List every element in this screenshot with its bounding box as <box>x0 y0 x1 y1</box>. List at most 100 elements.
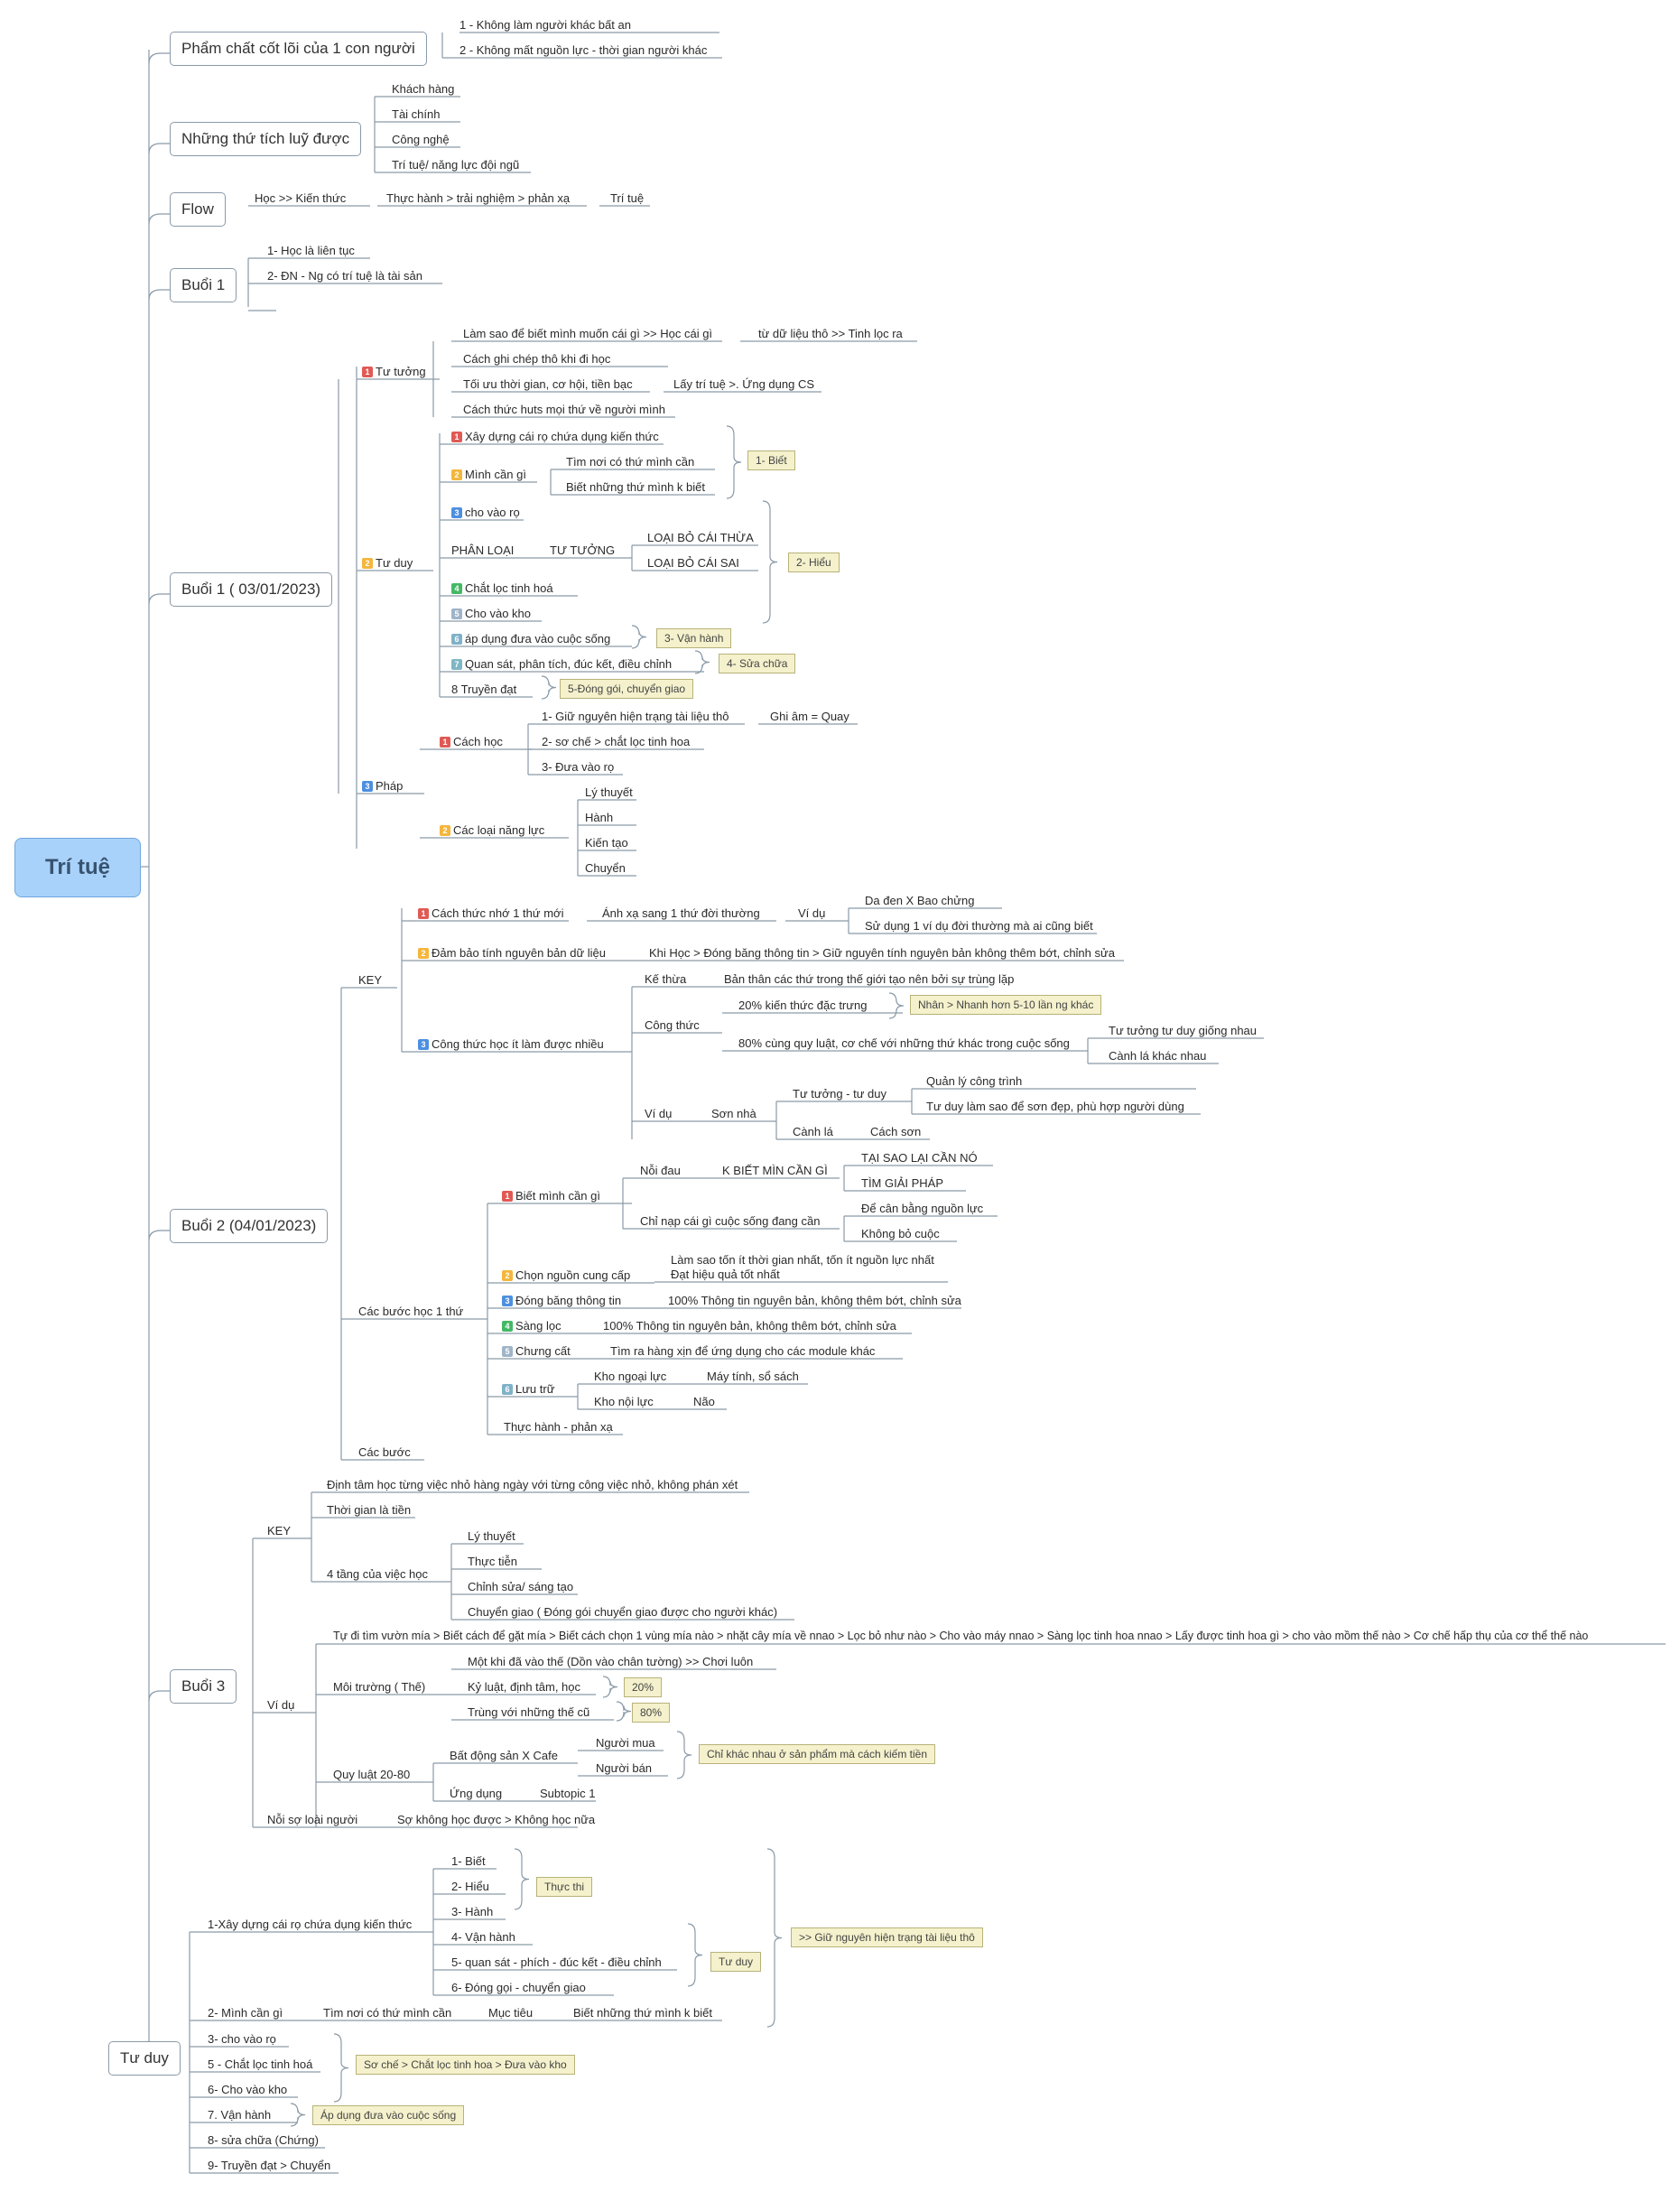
topic[interactable]: Tìm ra hàng xịn để ứng dụng cho các modu… <box>610 1344 876 1358</box>
topic[interactable]: Làm sao để biết mình muốn cái gì >> Học … <box>463 327 713 340</box>
branch-flow[interactable]: Flow <box>170 192 226 227</box>
topic[interactable]: Sử dụng 1 ví dụ đời thường mà ai cũng bi… <box>865 919 1093 933</box>
topic-technology[interactable]: Công nghệ <box>392 133 450 146</box>
branch-session3[interactable]: Buổi 3 <box>170 1669 237 1704</box>
topic[interactable]: Biết những thứ mình k biết <box>573 2006 712 2020</box>
topic[interactable]: Thực hành - phản xạ <box>504 1420 613 1434</box>
summary-note[interactable]: >> Giữ nguyên hiện trạng tài liệu thô <box>791 1927 983 1947</box>
summary-note[interactable]: Áp dụng đưa vào cuộc sống <box>312 2105 465 2125</box>
topic[interactable]: Tìm nơi có thứ mình cần <box>323 2006 452 2020</box>
topic[interactable]: 100% Thông tin nguyên bản, không thêm bớ… <box>603 1319 896 1333</box>
branch-core-qualities[interactable]: Phẩm chất cốt lõi của 1 con người <box>170 32 427 66</box>
topic[interactable]: Người bán <box>596 1761 653 1775</box>
topic[interactable]: 2- Hiểu <box>451 1880 489 1893</box>
topic[interactable]: Công thức <box>645 1018 700 1032</box>
topic[interactable]: Quản lý công trình <box>926 1074 1023 1088</box>
topic[interactable]: 3- Đưa vào rọ <box>542 760 615 774</box>
topic[interactable]: Thời gian là tiền <box>327 1503 412 1517</box>
topic[interactable]: Một khi đã vào thế (Dồn vào chân tường) … <box>468 1655 754 1668</box>
root-topic[interactable]: Trí tuệ <box>14 838 141 897</box>
summary-note[interactable]: Sơ chế > Chắt lọc tinh hoa > Đưa vào kho <box>356 2055 575 2075</box>
topic[interactable]: 8- sửa chữa (Chứng) <box>208 2133 319 2147</box>
topic[interactable]: 2- sơ chế > chắt lọc tinh hoa <box>542 735 691 748</box>
topic[interactable]: Tư tưởng - tư duy <box>793 1087 886 1101</box>
topic[interactable]: Không bỏ cuộc <box>861 1227 940 1240</box>
topic-asset[interactable]: 2- ĐN - Ng có trí tuệ là tài sản <box>267 269 422 283</box>
topic[interactable]: 3- Hành <box>451 1905 494 1918</box>
topic[interactable]: Chỉ nạp cái gì cuộc sống đang cần <box>640 1214 821 1228</box>
topic[interactable]: Để cân bằng nguồn lực <box>861 1202 984 1215</box>
topic-example[interactable]: Ví dụ <box>267 1698 295 1712</box>
topic[interactable]: LOẠI BỎ CÁI THỪA <box>647 531 754 544</box>
topic[interactable]: 100% Thông tin nguyên bản, không thêm bớ… <box>668 1294 961 1307</box>
topic[interactable]: Kế thừa <box>645 972 687 986</box>
topic[interactable]: Thực tiễn <box>468 1555 517 1568</box>
topic[interactable]: Cành lá <box>793 1125 833 1138</box>
topic-continuous[interactable]: 1- Học là liên tục <box>267 244 355 257</box>
topic[interactable]: K BIẾT MÌN CẦN GÌ <box>722 1164 828 1177</box>
topic[interactable]: 80% cùng quy luật, cơ chế với những thứ … <box>738 1036 1070 1050</box>
topic[interactable]: Não <box>693 1395 715 1408</box>
summary-note[interactable]: 4- Sửa chữa <box>719 654 796 673</box>
branch-accumulated[interactable]: Những thứ tích luỹ được <box>170 122 362 156</box>
topic[interactable]: Sơn nhà <box>711 1107 756 1120</box>
topic[interactable]: 4- Vận hành <box>451 1930 515 1944</box>
topic-key[interactable]: KEY <box>358 973 383 987</box>
topic[interactable]: từ dữ liệu thô >> Tinh lọc ra <box>758 327 903 340</box>
topic-finance[interactable]: Tài chính <box>392 107 441 121</box>
topic-no-waste[interactable]: 2 - Không mất nguồn lực - thời gian ngườ… <box>459 43 708 57</box>
topic[interactable]: Lấy trí tuệ >. Ứng dụng CS <box>673 377 814 391</box>
branch-session1-date[interactable]: Buổi 1 ( 03/01/2023) <box>170 572 333 607</box>
topic[interactable]: Lý thuyết <box>468 1529 515 1543</box>
topic[interactable]: Subtopic 1 <box>540 1787 596 1800</box>
topic[interactable]: Môi trường ( Thế) <box>333 1680 426 1694</box>
topic[interactable]: Da đen X Bao chửng <box>865 894 975 907</box>
summary-note[interactable]: 20% <box>624 1677 663 1697</box>
topic[interactable]: Ứng dụng <box>450 1787 503 1800</box>
topic[interactable]: Làm sao tốn ít thời gian nhất, tốn ít ng… <box>671 1253 934 1267</box>
branch-session1[interactable]: Buổi 1 <box>170 268 237 302</box>
topic[interactable]: 5- quan sát - phích - đúc kết - điều chỉ… <box>451 1955 662 1969</box>
topic[interactable]: Sợ không học được > Không học nữa <box>397 1813 596 1826</box>
topic[interactable]: Người mua <box>596 1736 655 1750</box>
summary-note[interactable]: Nhân > Nhanh hơn 5-10 lần ng khác <box>910 995 1102 1015</box>
branch-tu-duy[interactable]: Tư duy <box>108 2041 181 2076</box>
topic[interactable]: Kỷ luật, định tâm, học <box>468 1680 581 1694</box>
topic[interactable]: Tư duy làm sao để sơn đẹp, phù hợp người… <box>926 1100 1184 1113</box>
topic[interactable]: Ví dụ <box>798 906 826 920</box>
topic[interactable]: 6- Đóng gọi - chuyển giao <box>451 1981 586 1994</box>
topic[interactable]: Chuyển <box>585 861 626 875</box>
topic[interactable]: 7. Vận hành <box>208 2108 272 2122</box>
topic[interactable]: Nỗi sợ loài người <box>267 1813 358 1826</box>
topic[interactable]: 9- Truyền đạt > Chuyển <box>208 2159 331 2172</box>
topic[interactable]: Tư tưởng tư duy giống nhau <box>1109 1024 1258 1037</box>
topic[interactable]: Trùng với những thế cũ <box>468 1705 590 1719</box>
topic[interactable]: Tự đi tìm vườn mía > Biết cách để gặt mí… <box>333 1630 1589 1642</box>
topic[interactable]: Kho nội lực <box>594 1395 654 1408</box>
topic[interactable]: Biết những thứ mình k biết <box>566 480 705 494</box>
topic[interactable]: Tìm nơi có thứ mình cần <box>566 455 695 469</box>
summary-note[interactable]: Thực thi <box>536 1877 593 1897</box>
topic[interactable]: Định tâm học từng việc nhỏ hàng ngày với… <box>327 1478 738 1491</box>
summary-note[interactable]: 1- Biết <box>747 450 795 470</box>
topic[interactable]: 1-Xây dựng cái rọ chứa dụng kiến thức <box>208 1918 413 1931</box>
topic[interactable]: Kho ngoại lực <box>594 1370 667 1383</box>
topic[interactable]: Chuyển giao ( Đóng gói chuyển giao được … <box>468 1605 778 1619</box>
topic-practice[interactable]: Thực hành > trải nghiệm > phản xạ <box>386 191 571 205</box>
topic[interactable]: Cách ghi chép thô khi đi học <box>463 352 611 366</box>
